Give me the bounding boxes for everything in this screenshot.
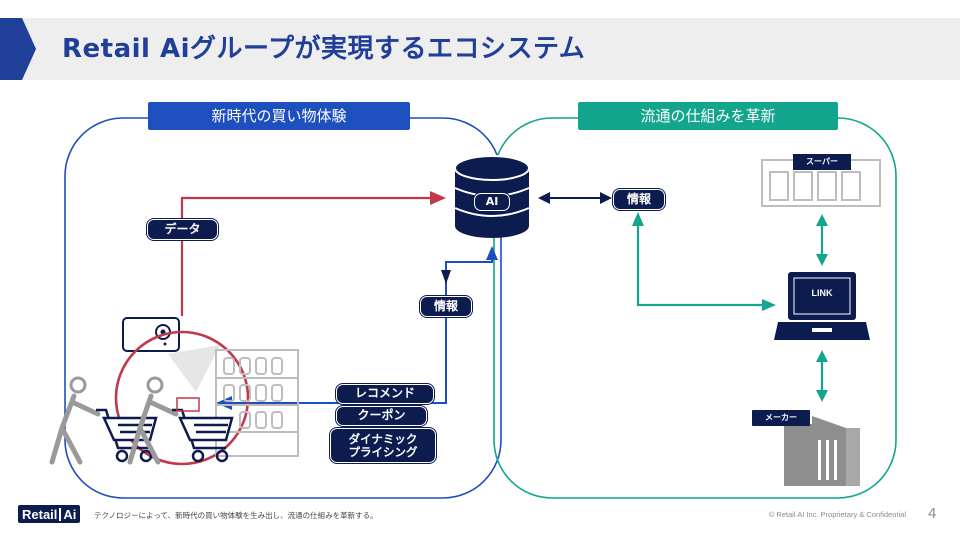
teal-up-arrowhead-icon	[632, 212, 644, 226]
copyright-text: © Retail AI Inc. Proprietary & Confident…	[768, 510, 906, 519]
recommend-label: レコメンド	[336, 384, 434, 404]
data-flow-arrowhead-icon	[430, 191, 446, 205]
product-highlight	[176, 397, 200, 412]
laptop-icon	[774, 272, 870, 340]
factory-icon	[784, 416, 860, 486]
shopper-back-icon	[49, 376, 101, 465]
camera-icon	[122, 317, 180, 352]
logo-separator	[59, 507, 62, 521]
ai-label: AI	[474, 193, 510, 211]
super-label: スーパー	[806, 156, 838, 166]
page-number: 4	[928, 505, 937, 522]
shopping-cart-front-icon	[172, 408, 234, 463]
info-down-arrowhead-icon	[441, 270, 451, 284]
info-label-left: 情報	[420, 296, 472, 317]
logo-right-text: Ai	[63, 506, 77, 522]
store-shelf-icon	[215, 349, 299, 457]
data-label: データ	[147, 219, 218, 240]
maker-label: メーカー	[752, 410, 810, 426]
info-loop-line	[230, 256, 493, 404]
page-title: Retail Aiグループが実現するエコシステム	[62, 34, 586, 64]
focus-circle	[114, 330, 250, 466]
info-up-arrowhead-icon	[486, 246, 498, 260]
camera-view-cone	[168, 345, 220, 392]
info-to-link-line	[636, 222, 762, 307]
recommend-arrowhead-icon	[216, 396, 232, 410]
shopper-front-icon	[127, 376, 179, 465]
teal-right-arrowhead-icon	[762, 299, 776, 311]
logo-left-text: Retail	[22, 506, 58, 522]
data-flow-line	[180, 196, 430, 316]
dynamic-pricing-label: ダイナミック プライシング	[330, 428, 436, 463]
coupon-label: クーポン	[336, 406, 427, 426]
left-section-label: 新時代の買い物体験	[148, 102, 410, 130]
link-label: LINK	[811, 288, 833, 299]
title-chevron-icon	[0, 18, 36, 80]
supermarket-icon	[761, 154, 881, 207]
ai-double-arrow-right-icon	[600, 192, 612, 204]
title-bar	[18, 18, 960, 80]
right-section-label: 流通の仕組みを革新	[578, 102, 838, 130]
footer-caption: テクノロジーによって、新時代の買い物体験を生み出し、流通の仕組みを革新する。	[94, 511, 378, 520]
ai-double-arrow-left-icon	[538, 192, 550, 204]
retail-ai-logo: Retail Ai	[18, 505, 81, 523]
info-label-right: 情報	[613, 189, 665, 210]
